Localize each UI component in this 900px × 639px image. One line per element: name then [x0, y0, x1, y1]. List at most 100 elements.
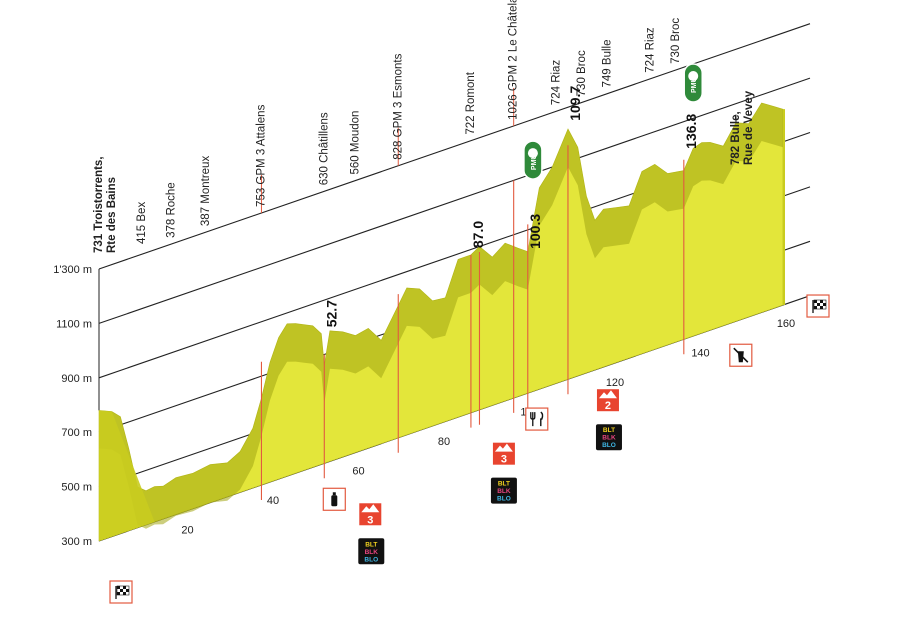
- flag-check: [820, 300, 823, 304]
- y-tick-label: 1100 m: [56, 318, 92, 330]
- flag-check: [120, 589, 123, 592]
- km-data-label-text: 52.7: [323, 300, 339, 327]
- place-label: 730 Broc: [670, 18, 682, 64]
- flag-check: [823, 300, 826, 304]
- flag-check: [123, 592, 126, 595]
- km-data-label: 100.3: [527, 214, 543, 249]
- flag-check: [117, 589, 120, 592]
- km-data-label-text: 87.0: [470, 221, 486, 248]
- feed-zone-icon: [525, 407, 549, 431]
- place-label-line1: 749 Bulle: [602, 40, 614, 88]
- icon-frame: [525, 407, 549, 431]
- y-tick-label: 500 m: [61, 482, 92, 494]
- feed-zone-badge: PMU: [523, 140, 543, 180]
- sprint-badge-text: BLO: [602, 442, 616, 449]
- profile-ridge: [99, 103, 783, 529]
- place-label-line1: 730 Broc: [576, 50, 588, 96]
- place-label: 1026 GPM 2 Le Châtelard: [508, 0, 520, 120]
- climb-mountain-shape: [494, 443, 513, 452]
- fork-shape: [530, 412, 536, 427]
- gridline: [98, 77, 811, 324]
- place-label-line1: 387 Montreux: [200, 156, 212, 227]
- profile-start-face: [99, 410, 155, 541]
- x-tick-label: 120: [606, 377, 624, 389]
- pmu-badge-shape: [523, 140, 543, 180]
- place-label-line1: 722 Romont: [465, 71, 477, 134]
- bottle-cap: [332, 492, 336, 496]
- flag-check: [126, 592, 129, 595]
- place-label-line1: 730 Broc: [670, 18, 682, 64]
- pmu-badge-shape: [683, 63, 703, 103]
- start-flag-icon: [109, 580, 133, 604]
- flag-check: [117, 592, 120, 595]
- sprint-badge-bg: [490, 477, 517, 504]
- flag-check: [123, 589, 126, 592]
- flag-check: [126, 589, 129, 592]
- place-label: 782 Bulle,Rue de Vevey: [730, 90, 755, 165]
- x-tick-label: 140: [691, 348, 709, 360]
- climb-cat2-icon: 2: [596, 389, 619, 412]
- flag-check: [117, 586, 120, 589]
- climb-cat3-icon: 3: [359, 503, 382, 526]
- feed-zone-badge: PMU: [683, 63, 703, 103]
- sprint-badge-text: BLT: [603, 427, 615, 434]
- pmu-badge-label: PMU: [531, 155, 538, 171]
- place-label: 560 Moudon: [350, 111, 362, 175]
- climb-category-label: 2: [605, 400, 611, 412]
- place-label-line1: 828 GPM 3 Esmonts: [392, 53, 404, 159]
- place-label-line1: 1026 GPM 2 Le Châtelard: [508, 0, 520, 120]
- place-label-line1: 782 Bulle,: [730, 111, 742, 165]
- flag-check: [814, 300, 817, 304]
- flag-border: [116, 585, 130, 596]
- profile-end-face: [783, 109, 785, 306]
- place-label: 731 Troistorrents,Rte des Bains: [93, 156, 118, 253]
- bottle-body: [331, 495, 338, 507]
- x-tick-label: 80: [438, 436, 450, 448]
- place-label: 828 GPM 3 Esmonts: [392, 53, 404, 159]
- place-label: 724 Riaz: [550, 60, 562, 106]
- climb-category-label: 3: [367, 514, 373, 526]
- place-label-line1: 724 Riaz: [550, 60, 562, 106]
- flag-check: [123, 586, 126, 589]
- place-label-line1: 724 Riaz: [644, 27, 656, 73]
- sprint-badge-bg: [358, 538, 385, 565]
- sprint-badge-text: BLO: [364, 556, 378, 563]
- place-label-line2: Rte des Bains: [106, 177, 118, 253]
- flag-check: [823, 303, 826, 307]
- sprint-badge-text: BLT: [365, 541, 377, 548]
- y-tick-label: 1'300 m: [53, 264, 92, 276]
- km-data-label: 136.8: [683, 114, 699, 149]
- place-label: 722 Romont: [465, 71, 477, 134]
- flag-check: [817, 300, 820, 304]
- flag-check: [820, 306, 823, 310]
- y-tick-label: 700 m: [61, 427, 92, 439]
- sprint-badge-text: BLK: [365, 549, 379, 556]
- water-bottle-icon: [322, 487, 346, 511]
- place-label: 753 GPM 3 Attalens: [255, 104, 267, 207]
- place-label-line1: 415 Bex: [136, 202, 148, 244]
- place-label: 749 Bulle: [602, 40, 614, 88]
- finish-flag-icon: [806, 294, 830, 318]
- x-tick-label: 160: [777, 318, 795, 330]
- pmu-badge-label-wrap: PMU: [691, 77, 698, 93]
- km-data-label-text: 136.8: [683, 114, 699, 149]
- flag-border: [813, 299, 827, 310]
- pmu-badge-dot: [688, 71, 699, 82]
- flag-check: [126, 586, 129, 589]
- x-tick-label: 60: [352, 466, 364, 478]
- place-label: 630 Châtillens: [318, 112, 330, 185]
- place-label: 387 Montreux: [200, 156, 212, 227]
- place-label-line1: 378 Roche: [166, 182, 178, 238]
- km-data-label-text: 100.3: [527, 214, 543, 249]
- flag-check: [814, 306, 817, 310]
- climb-cat3-icon: 3: [492, 442, 515, 466]
- place-label-line2: Rue de Vevey: [743, 90, 755, 165]
- flag-check: [817, 306, 820, 310]
- place-label-line1: 753 GPM 3 Attalens: [255, 104, 267, 207]
- knife-shape: [540, 411, 544, 427]
